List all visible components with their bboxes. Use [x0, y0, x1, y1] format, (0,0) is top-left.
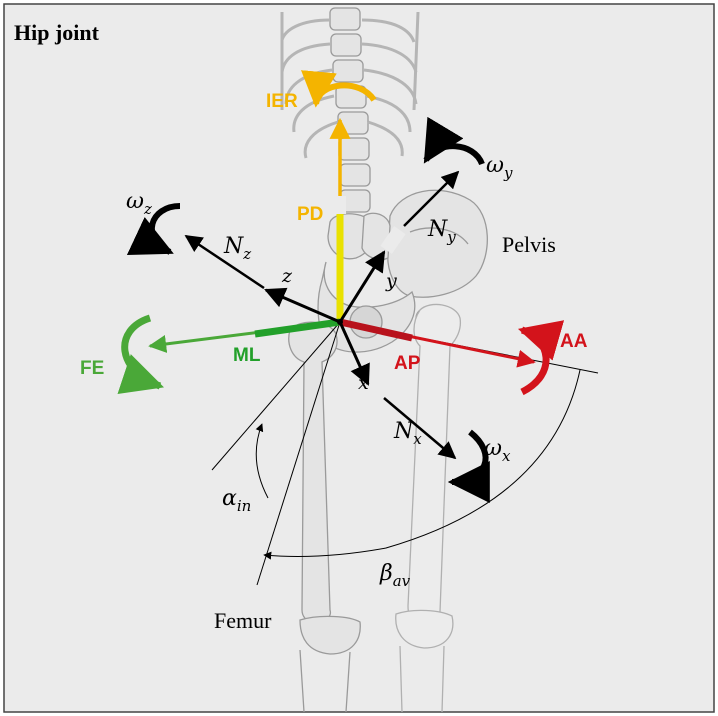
x-axis-label: x — [358, 372, 369, 394]
hip-joint-center — [337, 319, 343, 325]
femur-label: Femur — [214, 608, 272, 633]
fe-label: FE — [80, 358, 104, 379]
ier-label: IER — [266, 91, 298, 112]
figure-frame — [4, 4, 714, 712]
ap-label: AP — [394, 353, 421, 374]
pd-label: PD — [297, 204, 323, 225]
aa-label: AA — [560, 331, 588, 352]
z-axis-label: z — [281, 265, 293, 287]
figure-title: Hip joint — [14, 20, 100, 45]
y-axis-label: y — [385, 270, 397, 292]
pelvis-label: Pelvis — [502, 232, 556, 257]
ml-label: ML — [233, 345, 261, 366]
